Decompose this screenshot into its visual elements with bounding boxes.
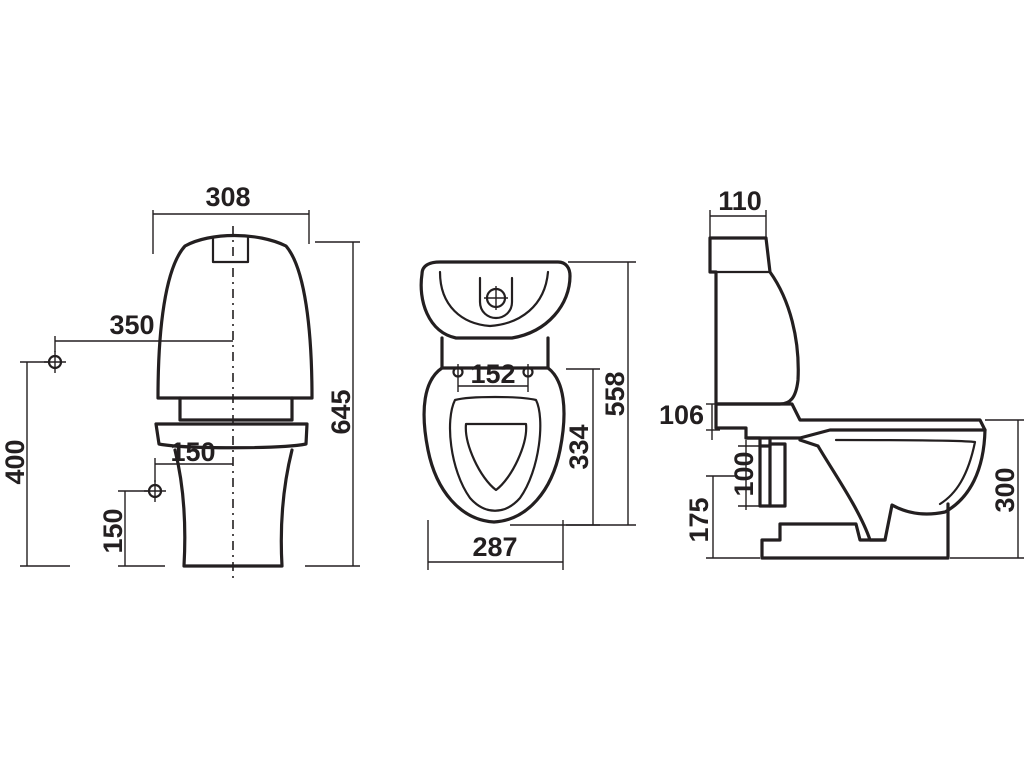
dim-inlet-offset-label: 350: [109, 310, 154, 340]
dim-outlet-height: 150: [98, 490, 165, 567]
dim-overall-height-label: 645: [326, 389, 356, 434]
side-foot: [760, 502, 950, 560]
dim-outlet-height-label: 150: [98, 508, 128, 553]
dim-outlet-height-label: 175: [684, 497, 714, 542]
dim-overall-height: 645: [305, 241, 360, 567]
dim-outlet-offset: 150: [154, 437, 233, 482]
dim-total-length: 558: [510, 261, 636, 526]
dim-inlet-offset: 350: [54, 310, 233, 352]
top-bowl-rim: [448, 395, 542, 512]
front-connector: [178, 396, 294, 422]
front-cistern-button: [211, 236, 250, 264]
dim-tank-width-label: 308: [205, 182, 250, 212]
top-bowl: [422, 366, 566, 524]
dim-bowl-height-label: 300: [990, 467, 1020, 512]
top-cistern-inner: [438, 270, 550, 328]
dim-width: 287: [427, 520, 564, 570]
dim-seat-hole-spacing: 152: [457, 359, 529, 392]
top-cistern: [419, 260, 572, 340]
dim-bowl-length-label: 334: [564, 424, 594, 469]
front-bowl-rim: [154, 422, 309, 450]
flush-button-icon: [478, 276, 514, 320]
dim-bowl-height: 300: [950, 419, 1024, 559]
side-bowl: [714, 402, 987, 542]
dim-outlet-diameter-label: 100: [729, 451, 759, 496]
dim-total-length-label: 558: [600, 371, 630, 416]
dim-tank-offset: 106: [659, 400, 720, 440]
top-view: 152 558 334 287: [419, 260, 636, 570]
front-cistern: [156, 233, 314, 400]
dim-seat-hole-spacing-label: 152: [470, 359, 515, 389]
dim-tank-depth: 110: [709, 186, 767, 240]
dim-inlet-height: 400: [0, 361, 70, 567]
top-neck: [440, 336, 550, 370]
side-bowl-inner: [834, 438, 977, 506]
dim-outlet-height: 175: [684, 475, 760, 559]
dim-bowl-length: 334: [564, 368, 600, 526]
side-outlet-flange: [768, 442, 787, 508]
side-cistern: [708, 236, 800, 406]
side-bowl-top: [714, 402, 987, 432]
top-bowl-water: [464, 422, 528, 492]
front-view: 308 645 350 400 150: [0, 182, 360, 582]
dim-outlet-diameter: 100: [729, 440, 760, 510]
side-view: 110 106 100 175 300: [659, 186, 1024, 560]
dim-tank-depth-label: 110: [718, 186, 762, 216]
dim-inlet-height-label: 400: [0, 439, 30, 484]
dim-tank-width: 308: [152, 182, 310, 254]
dim-tank-offset-label: 106: [659, 400, 704, 430]
dim-outlet-offset-label: 150: [170, 437, 215, 467]
dim-width-label: 287: [472, 532, 517, 562]
